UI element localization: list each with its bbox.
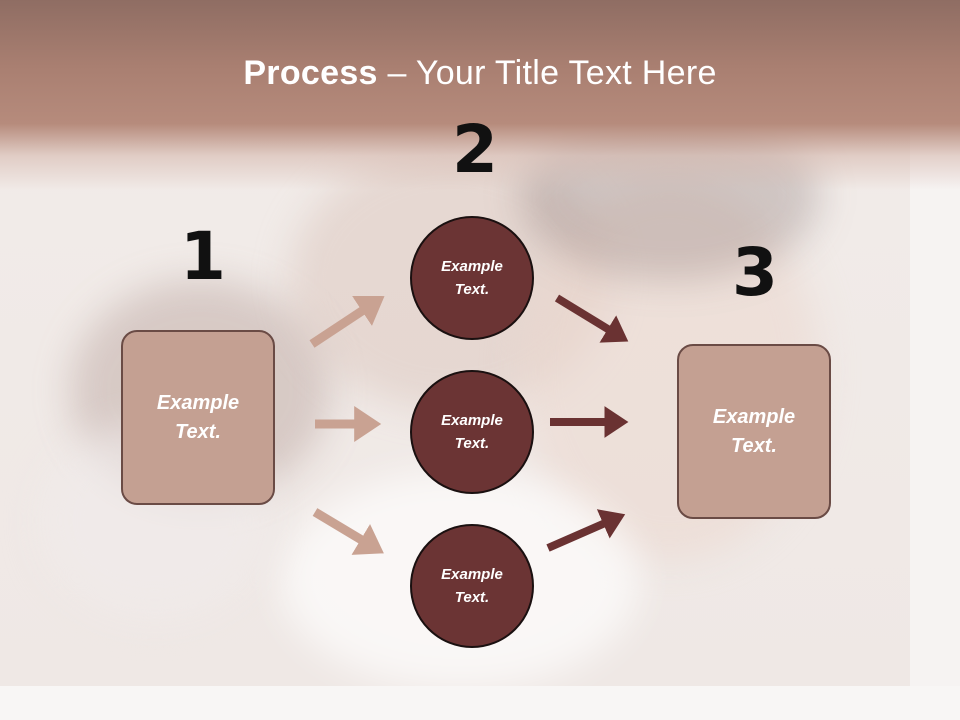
step-2-text-middle: Example Text. — [441, 412, 503, 452]
arrow-bottom-to-3 — [546, 509, 626, 552]
step-1-text: Example Text. — [156, 391, 240, 443]
step-2-circle-bottom: Example Text. — [410, 524, 534, 648]
title-band — [0, 0, 960, 190]
step-number-2: 2 — [452, 111, 498, 188]
step-3-box: Example Text. — [677, 344, 831, 519]
arrow-1-to-top — [309, 295, 385, 348]
slide-footer-strip — [0, 686, 960, 720]
step-1-box: Example Text. — [121, 330, 275, 505]
arrow-1-to-bottom — [312, 508, 384, 555]
title-bold: Process — [243, 54, 378, 92]
slide-title: Process – Your Title Text Here — [0, 54, 960, 93]
step-number-1: 1 — [180, 218, 226, 295]
arrow-top-to-3 — [554, 294, 629, 343]
step-2-circle-top: Example Text. — [410, 216, 534, 340]
step-2-circle-middle: Example Text. — [410, 370, 534, 494]
step-2-text-top: Example Text. — [441, 258, 503, 298]
step-number-3: 3 — [732, 234, 778, 311]
step-2-text-bottom: Example Text. — [441, 566, 503, 606]
title-rest: – Your Title Text Here — [377, 54, 717, 92]
step-3-text: Example Text. — [712, 405, 796, 457]
